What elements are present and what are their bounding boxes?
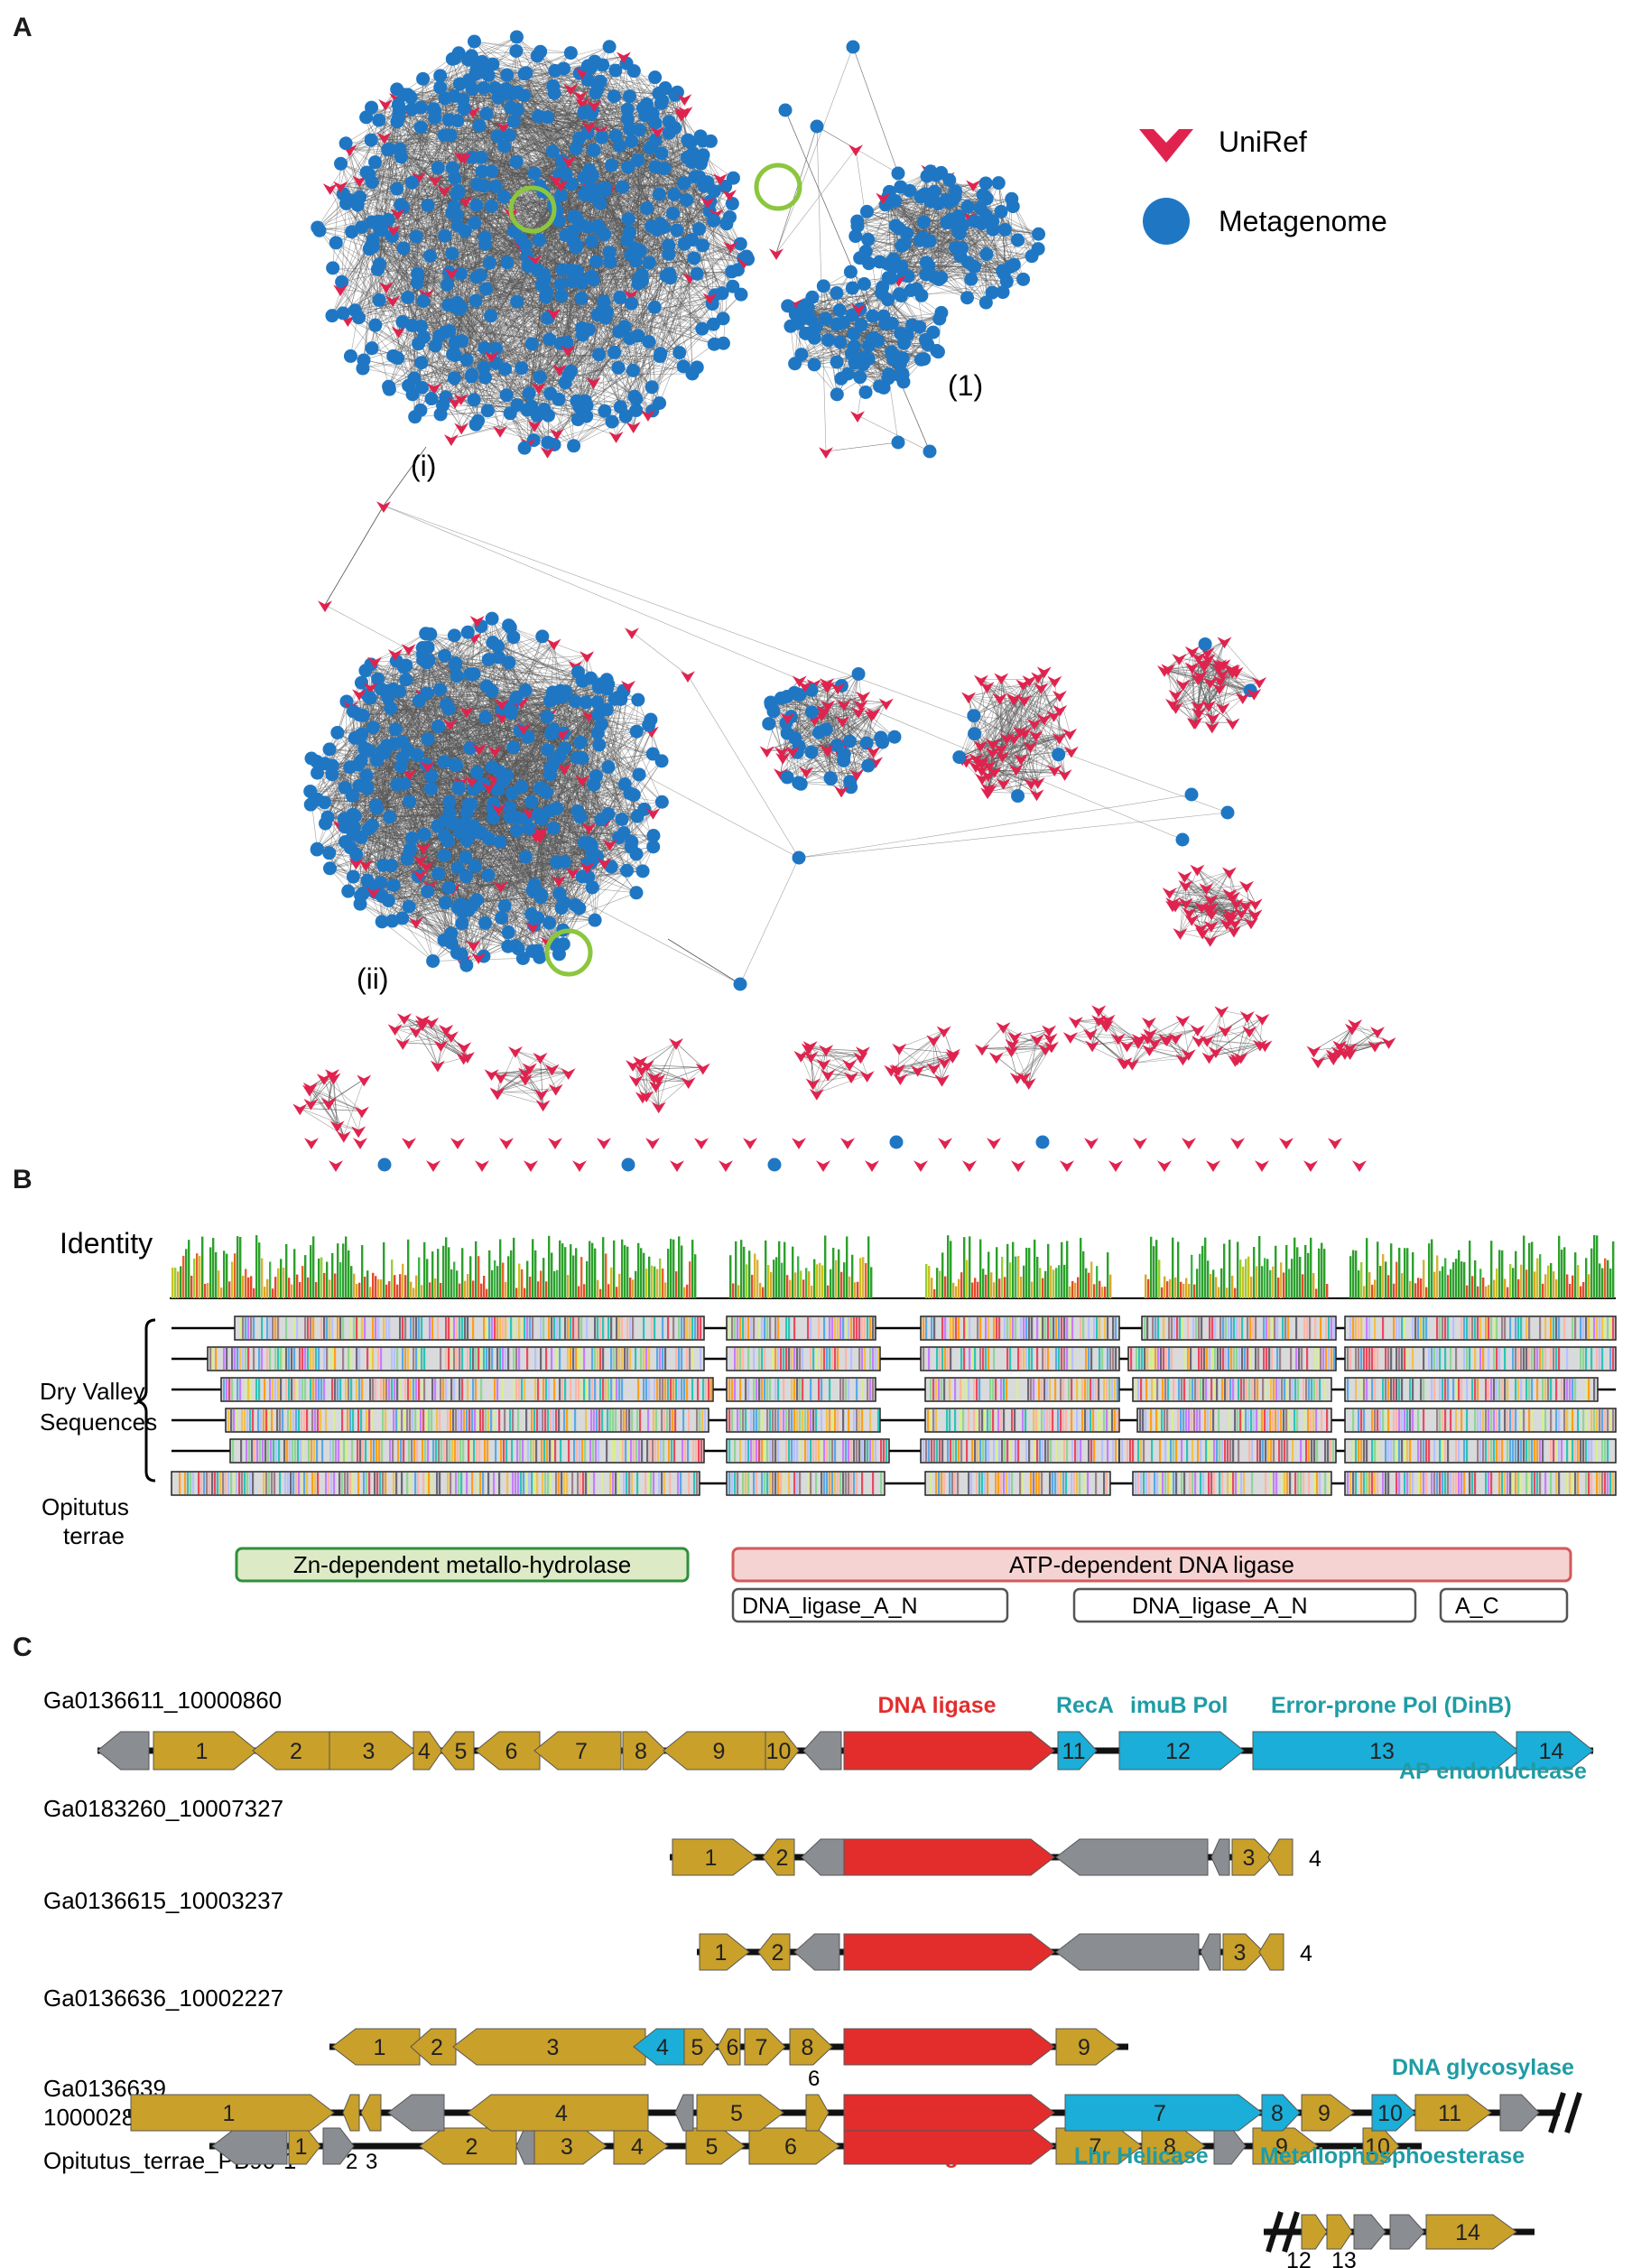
network-edge <box>331 264 380 316</box>
network-edge <box>340 288 408 298</box>
network-edge <box>694 176 700 229</box>
network-edge <box>340 163 419 344</box>
network-edge <box>349 149 360 198</box>
network-edge <box>407 36 517 96</box>
network-edge <box>476 423 557 433</box>
network-edge <box>350 248 370 357</box>
network-edge <box>679 182 684 353</box>
panel-label-a: A <box>13 13 32 42</box>
network-edge <box>620 256 747 407</box>
network-edge <box>579 296 710 407</box>
network-edge <box>476 423 534 441</box>
network-edge <box>349 135 498 150</box>
network-edge <box>615 70 644 108</box>
network-edge <box>515 51 578 246</box>
network-edge <box>564 382 621 407</box>
similarity-network-panel: (1) (i) (ii) UniRef Metagenome <box>292 30 1396 1172</box>
network-edge <box>397 117 435 213</box>
panel-label-c: C <box>13 1632 32 1662</box>
panel-label-b: B <box>13 1165 32 1194</box>
network-edge <box>375 103 386 163</box>
network-edge <box>342 248 370 314</box>
network-edge <box>474 41 571 53</box>
network-edge <box>331 246 372 316</box>
network-edge <box>319 230 443 406</box>
network-edge <box>345 36 517 144</box>
network-edge <box>617 277 671 368</box>
network-edge <box>362 367 415 379</box>
